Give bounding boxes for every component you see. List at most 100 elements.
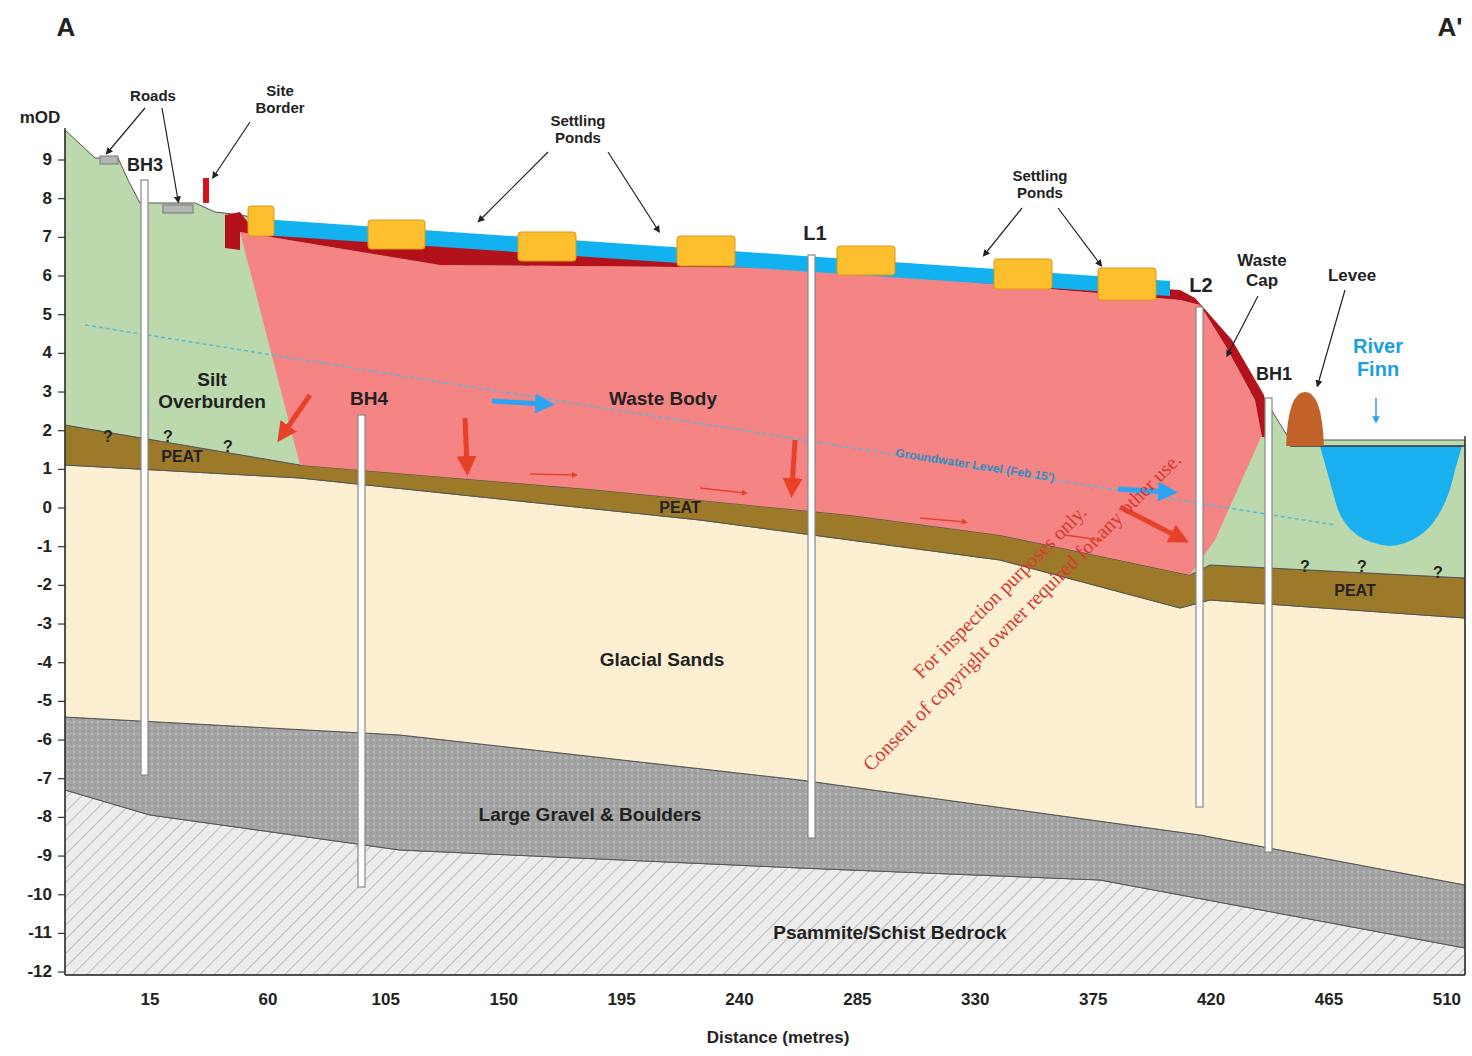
axis-unit: mOD: [20, 108, 61, 128]
axis-tick-label: 15: [141, 990, 160, 1010]
axis-tick: [58, 275, 65, 276]
axis-tick: [58, 546, 65, 547]
layer-label: Large Gravel & Boulders: [479, 804, 702, 826]
uncertainty-mark: ?: [163, 428, 173, 446]
axis-tick-label: 375: [1079, 990, 1107, 1010]
axis-title: Distance (metres): [707, 1028, 850, 1048]
callout-label: Settling Ponds: [538, 112, 618, 147]
axis-tick: [58, 701, 65, 702]
watermark-text: Consent of copyright owner required for …: [858, 448, 1186, 776]
x-axis: [65, 974, 1465, 976]
leader-line: [1058, 208, 1100, 264]
borehole-label: BH1: [1256, 364, 1292, 385]
uncertainty-mark: ?: [1357, 558, 1367, 576]
axis-tick: [58, 391, 65, 392]
pond-bund: [518, 232, 576, 261]
flow-arrow: [700, 488, 745, 493]
borehole: [1196, 307, 1203, 807]
axis-tick: [58, 971, 65, 972]
axis-tick: [58, 585, 65, 586]
section-marker: A': [1438, 13, 1463, 43]
axis-tick: [58, 817, 65, 818]
waste-cap: [225, 212, 1272, 437]
borehole: [141, 180, 148, 775]
leader-line: [108, 108, 145, 152]
axis-tick-label: 1: [43, 460, 52, 480]
flow-arrow: [465, 418, 467, 466]
axis-tick-label: -7: [37, 769, 52, 789]
axis-tick-label: 105: [372, 990, 400, 1010]
borehole: [358, 415, 365, 887]
boreholes: [141, 180, 1272, 887]
layer-label: Glacial Sands: [600, 649, 725, 671]
silt-layer: [65, 130, 1465, 578]
axis-tick: [58, 507, 65, 508]
pond-bund: [248, 206, 274, 236]
axis-tick-label: 60: [258, 990, 277, 1010]
leachate-arrows: [283, 395, 1180, 540]
axis-tick-label: 285: [843, 990, 871, 1010]
axis-tick: [58, 159, 65, 160]
leader-line: [608, 152, 658, 230]
leader-line: [480, 152, 548, 220]
axis-tick: [58, 894, 65, 895]
callout-label: Site Border: [249, 82, 311, 117]
axis-tick-label: 3: [43, 382, 52, 402]
axis-tick: [58, 430, 65, 431]
flow-arrow: [283, 395, 310, 434]
axis-tick-label: 240: [725, 990, 753, 1010]
axis-tick: [58, 198, 65, 199]
axis-ticks: [58, 160, 65, 972]
axis-tick: [58, 314, 65, 315]
pond-bunds: [248, 206, 1156, 300]
callout-label: Waste Cap: [1226, 251, 1298, 290]
axis-tick-label: -8: [37, 808, 52, 828]
callout-label: Roads: [130, 87, 176, 104]
section-marker: A: [57, 13, 76, 43]
pond-bund: [994, 259, 1052, 289]
axis-tick-label: -10: [27, 885, 52, 905]
axis-tick-label: 7: [43, 228, 52, 248]
pond-bund: [368, 220, 425, 249]
axis-tick-label: -12: [27, 962, 52, 982]
road: [163, 205, 193, 213]
axis-tick: [58, 353, 65, 354]
leader-lines: [108, 108, 1345, 384]
axis-tick: [58, 739, 65, 740]
axis-tick-label: 510: [1433, 990, 1461, 1010]
callout-label: Settling Ponds: [1000, 167, 1080, 202]
borehole: [1265, 398, 1272, 852]
uncertainty-mark: ?: [103, 428, 113, 446]
axis-tick-label: 150: [490, 990, 518, 1010]
axis-tick-label: 8: [43, 189, 52, 209]
leader-line: [985, 208, 1022, 254]
pond-bund: [1098, 268, 1156, 300]
callout-label: Levee: [1328, 266, 1376, 286]
river-arrow: [1375, 398, 1377, 420]
road: [100, 156, 118, 164]
axis-tick-label: 0: [43, 498, 52, 518]
axis-tick-label: 6: [43, 266, 52, 286]
axis-tick-label: 2: [43, 421, 52, 441]
levee: [1286, 392, 1324, 446]
layer-label: Waste Body: [609, 388, 717, 410]
river-label: River Finn: [1340, 335, 1416, 381]
y-axis: [64, 128, 66, 975]
axis-tick-label: 5: [43, 305, 52, 325]
axis-tick-label: -6: [37, 730, 52, 750]
axis-tick-label: -11: [28, 924, 52, 944]
axis-tick-label: 330: [961, 990, 989, 1010]
borehole-label: BH4: [350, 388, 388, 410]
borehole-label: BH3: [127, 155, 163, 176]
pond-bund: [837, 246, 895, 275]
river: [1320, 446, 1462, 546]
flow-arrow: [530, 474, 575, 475]
axis-tick-label: 9: [43, 150, 52, 170]
pond-bund: [677, 236, 735, 266]
axis-tick-label: -1: [37, 537, 52, 557]
borehole-label: L2: [1189, 274, 1212, 297]
borehole-label: L1: [803, 222, 826, 245]
water-level-label: Groundwater Level (Feb 15'): [894, 447, 1055, 486]
